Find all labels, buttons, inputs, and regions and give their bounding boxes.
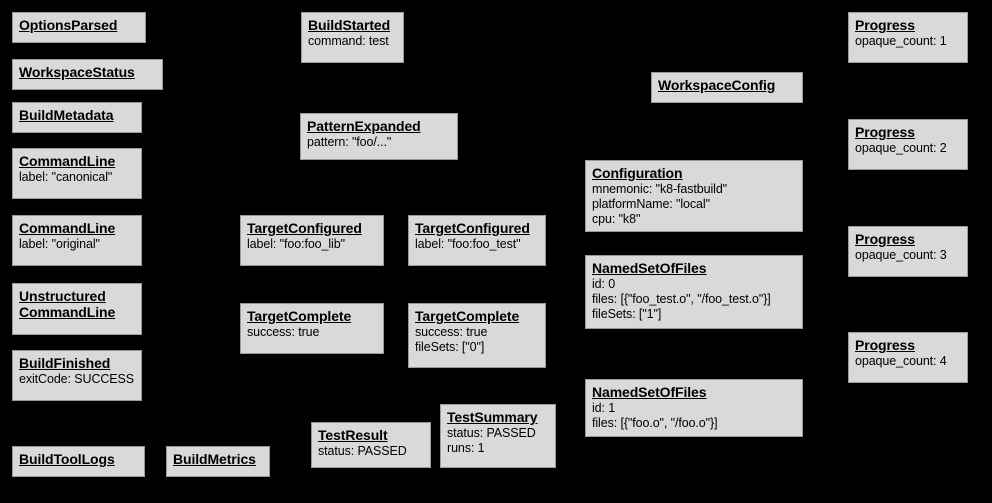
graph-node-title: TestSummary [447, 409, 538, 425]
graph-node-title: Progress [855, 17, 915, 33]
graph-node-field: files: [{"foo_test.o", "/foo_test.o"}] [592, 292, 771, 306]
graph-node-title: CommandLine [19, 153, 116, 169]
graph-node-title: WorkspaceConfig [658, 77, 776, 93]
graph-node-title: PatternExpanded [307, 118, 421, 134]
graph-node-title: TargetComplete [415, 308, 520, 324]
graph-node-fields: label: "foo:foo_lib" [247, 237, 377, 252]
graph-node-fields: label: "foo:foo_test" [415, 237, 539, 252]
graph-node-field: runs: 1 [447, 441, 485, 455]
graph-node-title: Progress [855, 124, 915, 140]
graph-node-field: pattern: "foo/..." [307, 135, 392, 149]
graph-node-fields: exitCode: SUCCESS [19, 372, 135, 387]
graph-node-options-parsed[interactable]: OptionsParsed [12, 12, 146, 43]
graph-node-field: fileSets: ["1"] [592, 307, 662, 321]
graph-node-fields: opaque_count: 3 [855, 248, 961, 263]
graph-node-field: files: [{"foo.o", "/foo.o"}] [592, 416, 718, 430]
graph-node-field: id: 1 [592, 401, 616, 415]
graph-node-field: opaque_count: 3 [855, 248, 947, 262]
graph-node-field: mnemonic: "k8-fastbuild" [592, 182, 728, 196]
graph-node-title: BuildMetadata [19, 107, 114, 123]
graph-node-fields: status: PASSED [318, 444, 424, 459]
graph-node-fields: label: "original" [19, 237, 135, 252]
graph-node-field: exitCode: SUCCESS [19, 372, 135, 386]
graph-node-field: label: "original" [19, 237, 100, 251]
graph-node-field: fileSets: ["0"] [415, 340, 485, 354]
graph-node-title: NamedSetOfFiles [592, 260, 707, 276]
graph-node-title: Configuration [592, 165, 683, 181]
graph-node-title: TargetConfigured [247, 220, 362, 236]
graph-node-title: Progress [855, 231, 915, 247]
graph-node-title: OptionsParsed [19, 17, 118, 33]
graph-node-fields: success: true [247, 325, 377, 340]
graph-node-field: platformName: "local" [592, 197, 710, 211]
graph-node-title: BuildStarted [308, 17, 391, 33]
graph-node-field: label: "foo:foo_test" [415, 237, 521, 251]
graph-node-title: BuildMetrics [173, 451, 256, 467]
graph-node-workspace-status[interactable]: WorkspaceStatus [12, 59, 163, 90]
graph-node-field: success: true [247, 325, 320, 339]
graph-node-field: label: "canonical" [19, 170, 113, 184]
graph-node-field: label: "foo:foo_lib" [247, 237, 345, 251]
graph-node-fields: opaque_count: 2 [855, 141, 961, 156]
graph-node-title: BuildToolLogs [19, 451, 115, 467]
graph-node-field: cpu: "k8" [592, 212, 641, 226]
graph-node-fields: pattern: "foo/..." [307, 135, 451, 150]
graph-node-build-metrics[interactable]: BuildMetrics [166, 446, 270, 477]
graph-node-title: Progress [855, 337, 915, 353]
graph-node-workspace-config[interactable]: WorkspaceConfig [651, 72, 803, 103]
graph-node-fields: label: "canonical" [19, 170, 135, 185]
graph-node-fields: opaque_count: 1 [855, 34, 961, 49]
graph-node-title: WorkspaceStatus [19, 64, 135, 80]
graph-node-title: Unstructured CommandLine [19, 288, 116, 320]
graph-node-field: status: PASSED [318, 444, 407, 458]
graph-node-field: opaque_count: 4 [855, 354, 947, 368]
graph-node-field: command: test [308, 34, 389, 48]
graph-node-unstructured-command-line[interactable]: Unstructured CommandLine [12, 283, 142, 335]
graph-node-title: TestResult [318, 427, 388, 443]
graph-node-fields: mnemonic: "k8-fastbuild"platformName: "l… [592, 182, 796, 227]
graph-node-field: opaque_count: 1 [855, 34, 947, 48]
graph-node-build-tool-logs[interactable]: BuildToolLogs [12, 446, 145, 477]
graph-node-fields: opaque_count: 4 [855, 354, 961, 369]
graph-node-field: opaque_count: 2 [855, 141, 947, 155]
graph-node-title: TargetComplete [247, 308, 352, 324]
graph-node-field: id: 0 [592, 277, 616, 291]
graph-node-fields: command: test [308, 34, 397, 49]
graph-node-build-metadata[interactable]: BuildMetadata [12, 102, 142, 133]
graph-node-title: CommandLine [19, 220, 116, 236]
graph-node-field: success: true [415, 325, 488, 339]
graph-node-title: NamedSetOfFiles [592, 384, 707, 400]
graph-node-field: status: PASSED [447, 426, 536, 440]
graph-node-title: TargetConfigured [415, 220, 530, 236]
graph-node-title: BuildFinished [19, 355, 111, 371]
